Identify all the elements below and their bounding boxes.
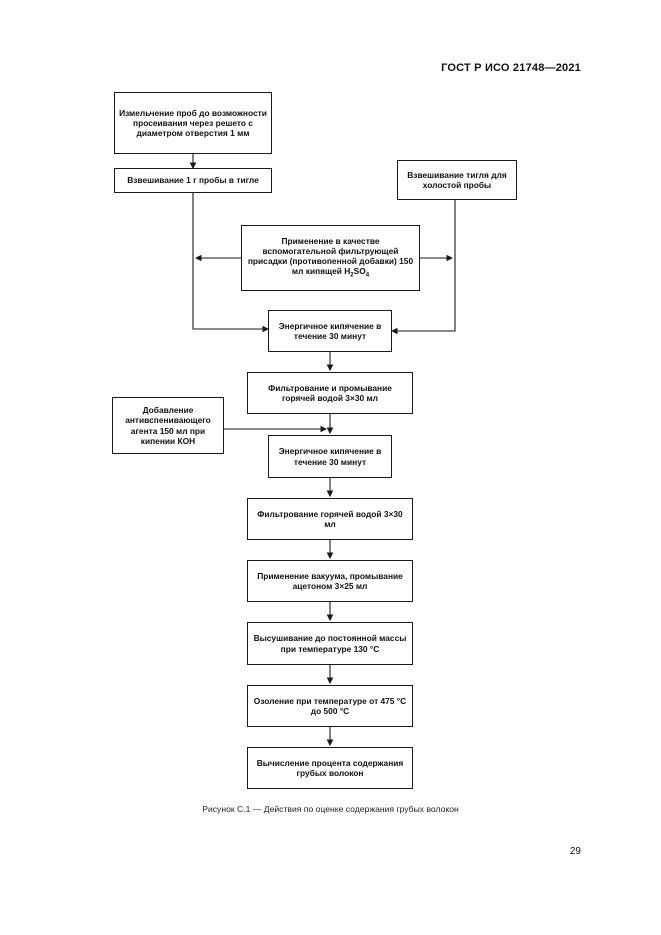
vacuum-text: Применение вакуума, промывание ацетоном … (257, 570, 403, 591)
filter-aid-text: Применение в качестве вспомогательной фи… (246, 236, 415, 281)
antifoam-box: Добавление антивспенивающего агента 150 … (112, 397, 224, 454)
weigh-blank-box: Взвешивание тигля для холостой пробы (397, 160, 517, 200)
filter-aid-main: Применение в качестве вспомогательной фи… (247, 235, 414, 277)
ash-box: Озоление при температуре от 475 °С до 50… (247, 685, 413, 727)
filter-wash-2-box: Фильтрование горячей водой 3×30 мл (247, 498, 413, 540)
filter-aid-so: SO (353, 266, 366, 277)
weigh-sample-box: Взвешивание 1 г пробы в тигле (114, 168, 272, 193)
filter-aid-sub-2: 2 (350, 273, 354, 280)
standard-header: ГОСТ Р ИСО 21748—2021 (441, 62, 581, 74)
antifoam-text: Добавление антивспенивающего агента 150 … (125, 405, 211, 446)
grind-box: Измельчение проб до возможности просеива… (114, 92, 272, 154)
calc-text: Вычисление процента содержания грубых во… (256, 757, 404, 778)
vacuum-box: Применение вакуума, промывание ацетоном … (247, 560, 413, 602)
figure-caption: Рисунок С.1 — Действия по оценке содержа… (202, 804, 459, 814)
filter-aid-sub-4: 4 (365, 273, 370, 280)
filter-wash-1-box: Фильтрование и промывание горячей водой … (247, 372, 413, 414)
dry-text: Высушивание до постоянной массы при темп… (253, 633, 407, 654)
filter-wash-1-text: Фильтрование и промывание горячей водой … (268, 382, 392, 403)
filter-wash-2-text: Фильтрование горячей водой 3×30 мл (257, 508, 403, 529)
boil-2-box: Энергичное кипячение в течение 30 минут (268, 435, 392, 478)
weigh-blank-text: Взвешивание тигля для холостой пробы (407, 169, 507, 190)
filter-aid-box: Применение в качестве вспомогательной фи… (241, 225, 420, 291)
boil-1-text: Энергичное кипячение в течение 30 минут (278, 320, 382, 341)
ash-text: Озоление при температуре от 475 °С до 50… (253, 695, 407, 716)
dry-box: Высушивание до постоянной массы при темп… (247, 622, 413, 665)
calc-box: Вычисление процента содержания грубых во… (247, 747, 413, 789)
boil-1-box: Энергичное кипячение в течение 30 минут (268, 310, 392, 352)
grind-text: Измельчение проб до возможности просеива… (119, 107, 267, 139)
page-number: 29 (569, 846, 581, 857)
boil-2-text: Энергичное кипячение в течение 30 минут (278, 446, 382, 467)
weigh-sample-text: Взвешивание 1 г пробы в тигле (127, 175, 259, 186)
